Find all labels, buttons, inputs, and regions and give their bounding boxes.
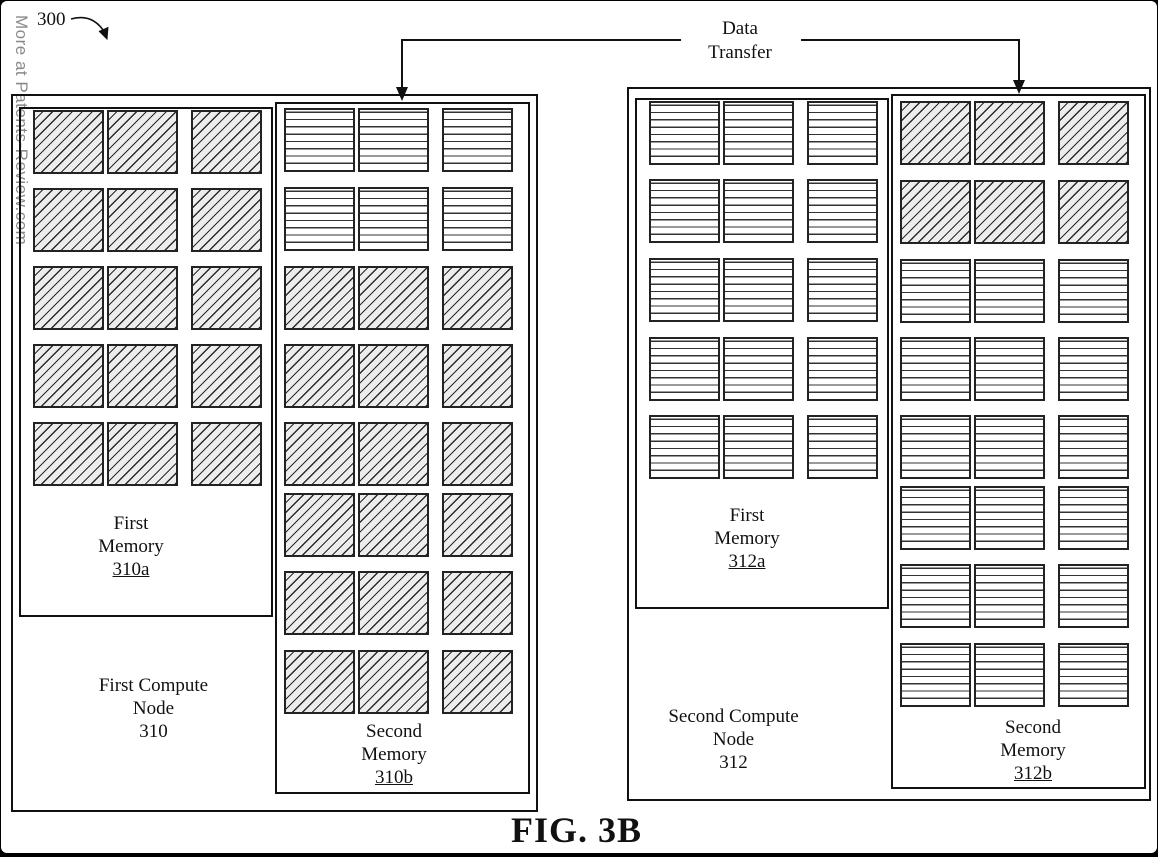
memory-310a-cell <box>191 188 262 252</box>
memory-310a-cell <box>107 422 178 486</box>
figure-reference-number: 300 <box>37 9 66 30</box>
memory-312b-cell <box>974 564 1045 628</box>
second-memory-310b-label: Second Memory 310b <box>361 721 427 788</box>
memory-312b-cell <box>1058 337 1129 401</box>
memory-310b-cell <box>284 422 355 486</box>
memory-310b-cell <box>442 650 513 714</box>
memory-310a-cell <box>33 422 104 486</box>
memory-310a-cell <box>107 266 178 330</box>
memory-312b-cell <box>1058 643 1129 707</box>
memory-310a-cell <box>107 188 178 252</box>
memory-310b-cell <box>284 266 355 330</box>
memory-312a-cell <box>649 415 720 479</box>
data-transfer-line1: Data <box>722 18 758 39</box>
memory-310b-cell <box>284 571 355 635</box>
memory-310a-cell <box>33 188 104 252</box>
second-compute-node-312-label: Second Compute Node 312 <box>668 706 799 773</box>
memory-312b-cell <box>974 486 1045 550</box>
memory-310a-cell <box>33 110 104 174</box>
first-memory-310a-label: First Memory 310a <box>98 513 164 580</box>
memory-310b-cell <box>284 108 355 172</box>
figure-caption: FIG. 3B <box>511 810 643 850</box>
memory-310b-cell <box>442 187 513 251</box>
memory-312a-cell <box>807 179 878 243</box>
memory-310b-cell <box>284 493 355 557</box>
memory-312b-cell <box>1058 486 1129 550</box>
first-compute-node-310-label: First Compute Node 310 <box>98 675 209 742</box>
memory-310b-cell <box>358 650 429 714</box>
memory-312b-cell <box>974 259 1045 323</box>
memory-310b-cell <box>442 422 513 486</box>
memory-312b-cell <box>974 101 1045 165</box>
first-memory-310a-box <box>19 107 273 617</box>
memory-312a-cell <box>807 101 878 165</box>
first-memory-312a-box <box>635 98 889 609</box>
second-memory-310b-box <box>275 102 530 794</box>
memory-312b-cell <box>1058 180 1129 244</box>
memory-312a-cell <box>723 415 794 479</box>
data-transfer-label: Data Transfer <box>685 17 795 65</box>
memory-312b-cell <box>974 180 1045 244</box>
memory-312b-cell <box>1058 564 1129 628</box>
memory-310a-cell <box>107 344 178 408</box>
first-memory-312a-label: First Memory 312a <box>714 505 780 572</box>
memory-312a-cell <box>807 415 878 479</box>
memory-312b-cell <box>900 101 971 165</box>
memory-310b-cell <box>358 571 429 635</box>
memory-310b-cell <box>442 266 513 330</box>
memory-310a-cell <box>191 422 262 486</box>
memory-312b-cell <box>974 643 1045 707</box>
memory-310a-cell <box>191 344 262 408</box>
memory-310b-cell <box>284 344 355 408</box>
memory-310a-cell <box>107 110 178 174</box>
memory-312a-cell <box>807 258 878 322</box>
memory-312a-cell <box>649 101 720 165</box>
memory-312b-cell <box>900 415 971 479</box>
memory-312a-cell <box>723 179 794 243</box>
memory-312b-cell <box>900 180 971 244</box>
memory-310b-cell <box>358 108 429 172</box>
memory-312b-cell <box>974 415 1045 479</box>
memory-310a-cell <box>33 344 104 408</box>
memory-310b-cell <box>358 266 429 330</box>
memory-312a-cell <box>723 258 794 322</box>
memory-310a-cell <box>191 266 262 330</box>
memory-312b-cell <box>900 337 971 401</box>
memory-312b-cell <box>900 259 971 323</box>
memory-312b-cell <box>900 643 971 707</box>
memory-312a-cell <box>649 337 720 401</box>
memory-310b-cell <box>442 493 513 557</box>
memory-312a-cell <box>723 101 794 165</box>
second-compute-node-box <box>627 87 1151 801</box>
memory-312b-cell <box>900 486 971 550</box>
memory-312a-cell <box>723 337 794 401</box>
memory-310b-cell <box>442 108 513 172</box>
memory-310b-cell <box>284 650 355 714</box>
second-memory-312b-label: Second Memory 312b <box>1000 717 1066 784</box>
reference-arrow-icon <box>70 16 109 41</box>
memory-310a-cell <box>191 110 262 174</box>
memory-312b-cell <box>974 337 1045 401</box>
memory-312b-cell <box>1058 259 1129 323</box>
memory-310b-cell <box>442 344 513 408</box>
second-memory-312b-box <box>891 94 1146 789</box>
memory-312a-cell <box>807 337 878 401</box>
memory-312a-cell <box>649 258 720 322</box>
memory-310b-cell <box>442 571 513 635</box>
watermark-text: More at Patents-Review.com <box>12 15 31 246</box>
memory-310b-cell <box>284 187 355 251</box>
memory-310b-cell <box>358 187 429 251</box>
memory-310a-cell <box>33 266 104 330</box>
memory-312b-cell <box>900 564 971 628</box>
memory-312b-cell <box>1058 415 1129 479</box>
memory-312b-cell <box>1058 101 1129 165</box>
memory-310b-cell <box>358 422 429 486</box>
memory-310b-cell <box>358 344 429 408</box>
memory-312a-cell <box>649 179 720 243</box>
first-compute-node-box <box>11 94 538 812</box>
data-transfer-line2: Transfer <box>708 42 772 63</box>
memory-310b-cell <box>358 493 429 557</box>
